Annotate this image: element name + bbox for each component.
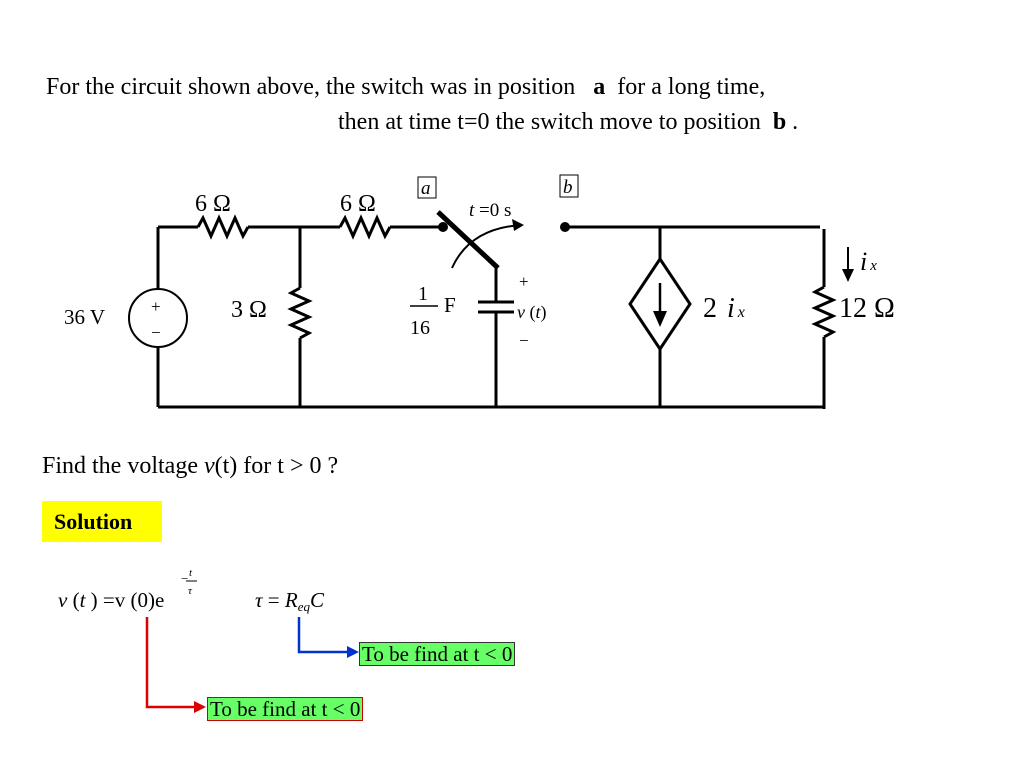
cap-minus: − [519,331,529,350]
problem-line-1: For the circuit shown above, the switch … [46,74,766,100]
switch-arc-arrowhead [512,219,524,231]
voltage-source-circle [128,288,188,348]
hint-box-tau: To be find at t < 0 [359,642,516,666]
equation-vt: v (t ) =v (0)e [58,588,164,612]
red-arrow [145,617,196,709]
switch-node-a [438,222,448,232]
ix-arrow [842,269,854,282]
node-b-label: b [563,177,573,198]
r2-label: 6 Ω [340,191,376,217]
source-plus: + [151,297,161,316]
exponent-minus: − [181,571,188,586]
cap-plus: + [519,272,529,291]
cap-denominator: 16 [410,317,430,339]
r3-label: 3 Ω [231,297,267,323]
position-a-label: a [593,74,606,100]
hint-box-v0: To be find at t < 0 [207,697,364,721]
question-text: Find the voltage v(t) for t > 0 ? [42,453,339,479]
source-value: 36 V [64,305,105,329]
resistor-12ohm [811,285,837,339]
equation-tau: τ = ReqC [255,588,325,614]
problem-line-2: then at time t=0 the switch move to posi… [338,109,799,135]
cap-numerator: 1 [418,283,428,305]
switch-blade [436,210,500,270]
resistor-6ohm-1 [196,214,250,240]
resistor-6ohm-2 [338,214,392,240]
blue-arrow [297,617,349,654]
exponent-numerator: t [189,567,193,579]
switch-arc [451,224,523,269]
resistor-3ohm [287,286,313,340]
switch-node-b [560,222,570,232]
solution-label: Solution [42,501,162,542]
node-a-label: a [421,178,431,199]
r1-label: 6 Ω [195,191,231,217]
cap-voltage-label: v (t) [517,302,547,323]
cap-unit: F [444,293,456,317]
source-minus: − [151,323,161,342]
exponent-denominator: τ [188,585,193,597]
switch-time-label: t =0 s [469,200,511,221]
position-b-label: b [772,109,787,135]
dependent-source-arrow [653,311,667,327]
r4-label: 12 Ω [839,293,895,324]
